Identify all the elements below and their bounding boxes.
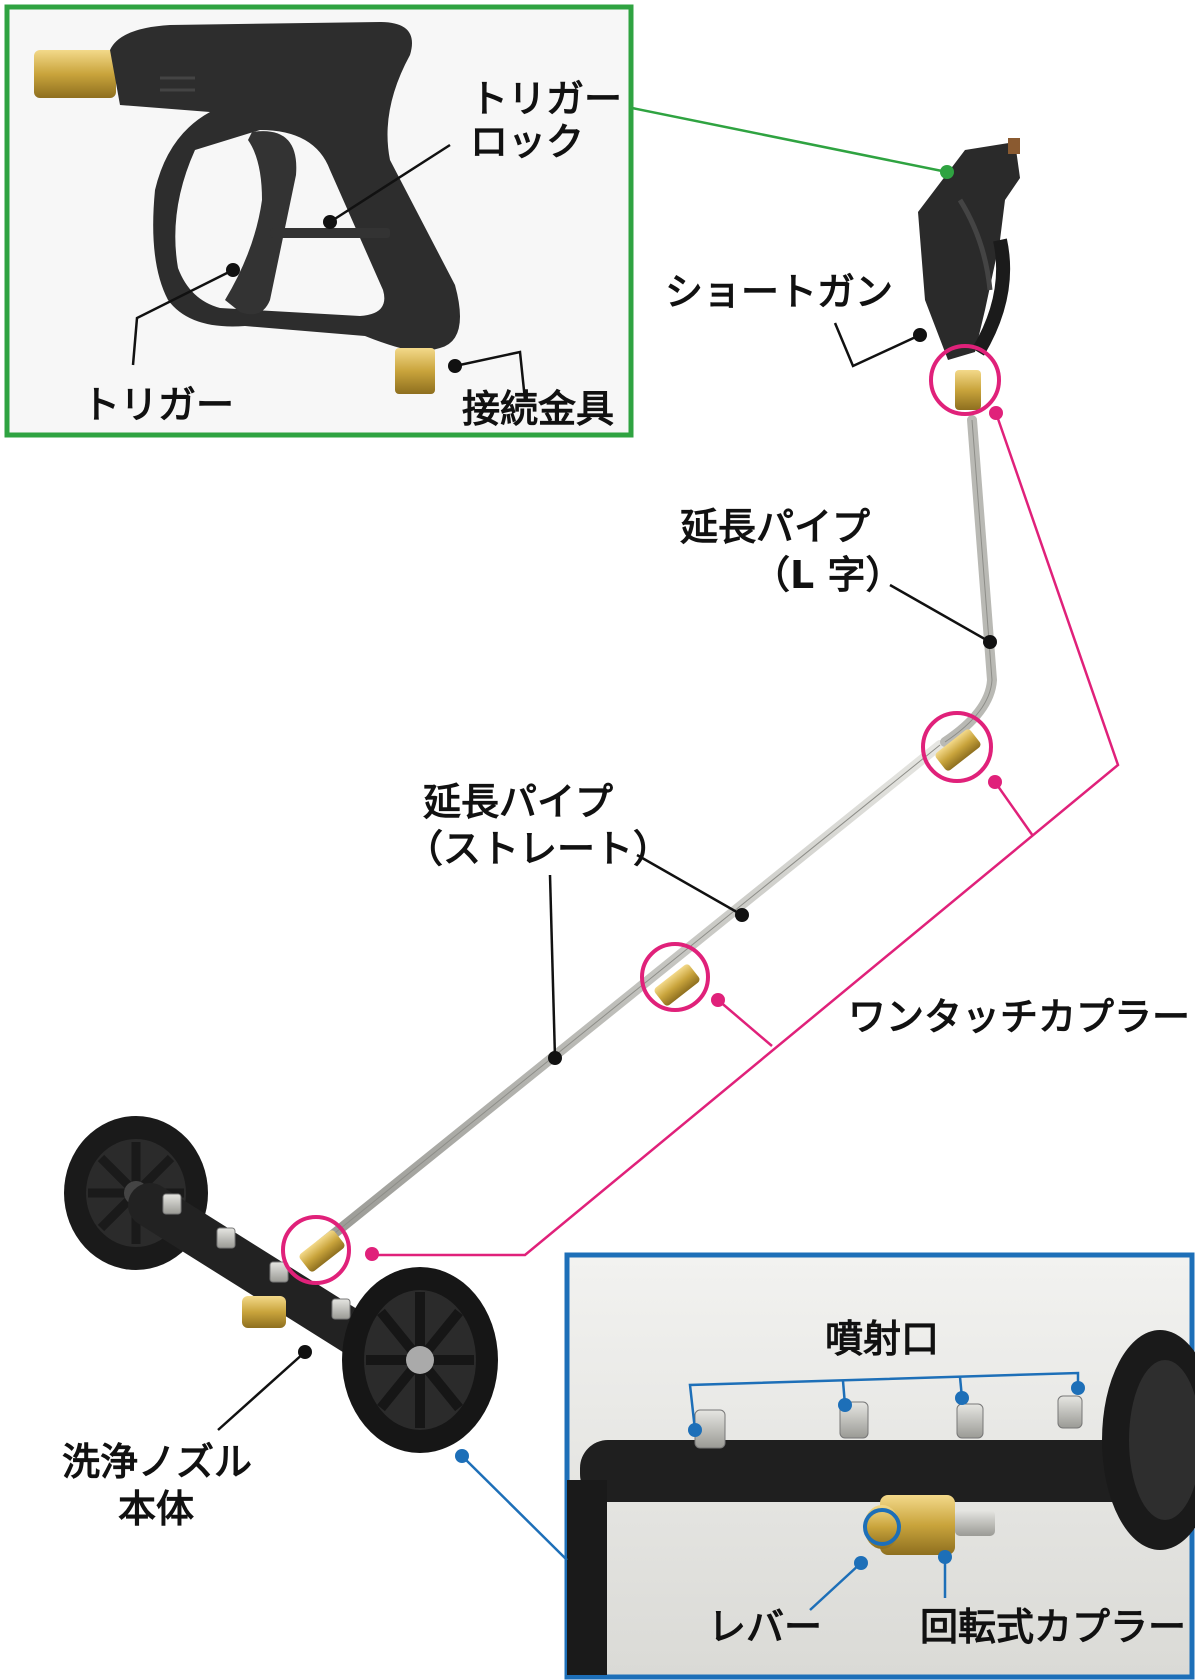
black-leader-dots <box>298 328 997 1359</box>
label-one-touch-coupler: ワンタッチカプラー <box>848 995 1190 1039</box>
lever-closeup <box>864 1505 900 1549</box>
label-connector: 接続金具 <box>462 387 614 431</box>
nozzle-bar <box>128 1183 387 1362</box>
nozzle-detail-panel <box>564 1252 1195 1680</box>
gun-trigger-lock <box>270 228 390 238</box>
green-leader-line <box>631 106 948 174</box>
l-shaped-pipe <box>940 415 998 747</box>
coupler-leader-dots <box>365 406 1003 1261</box>
label-pipe-l-line1: 延長パイプ <box>680 505 870 549</box>
front-wheel <box>342 1267 498 1453</box>
coupler-highlight-circles <box>281 344 1001 1285</box>
label-trigger: トリガー <box>82 383 234 427</box>
nozzle-panel-leader-dots <box>455 1449 952 1570</box>
green-leader-dot <box>940 165 954 179</box>
label-spray-outlet: 噴射口 <box>825 1317 939 1361</box>
label-trigger-lock-line1: トリガー <box>470 77 622 121</box>
label-pipe-straight-line2: （ストレート） <box>405 827 671 871</box>
wheel-closeup <box>1102 1330 1195 1550</box>
label-nozzle-body-line1: 洗浄ノズル <box>62 1440 252 1484</box>
nozzle-bar-closeup <box>580 1440 1180 1502</box>
rotary-coupler-closeup <box>880 1495 955 1555</box>
gun-panel-leader-dots <box>226 215 462 373</box>
label-pipe-l-line2: （L 字） <box>752 553 903 597</box>
black-leader-lines <box>217 322 991 1431</box>
bar-nozzles <box>162 1193 351 1320</box>
gun-inlet-brass <box>34 50 116 98</box>
coupler-leader-lines <box>372 412 1120 1257</box>
label-pipe-straight-line1: 延長パイプ <box>423 780 613 824</box>
label-nozzle-body-line2: 本体 <box>118 1487 194 1531</box>
label-rotary-coupler: 回転式カプラー <box>920 1605 1186 1649</box>
gun-trigger <box>225 131 297 315</box>
label-trigger-lock-line2: ロック <box>470 120 584 164</box>
label-short-gun: ショートガン <box>665 270 893 314</box>
gun-detail-panel <box>4 4 634 438</box>
label-lever: レバー <box>708 1605 822 1649</box>
center-coupler <box>242 1296 286 1328</box>
gun-panel-leader-lines <box>131 143 527 401</box>
gun-connector <box>395 348 435 394</box>
spray-outlet-dots <box>688 1381 1085 1437</box>
short-gun-photo <box>918 138 1020 360</box>
nozzle-assembly-photo <box>64 1116 498 1453</box>
inline-couplers <box>299 370 981 1272</box>
lever-highlight <box>863 1508 901 1546</box>
